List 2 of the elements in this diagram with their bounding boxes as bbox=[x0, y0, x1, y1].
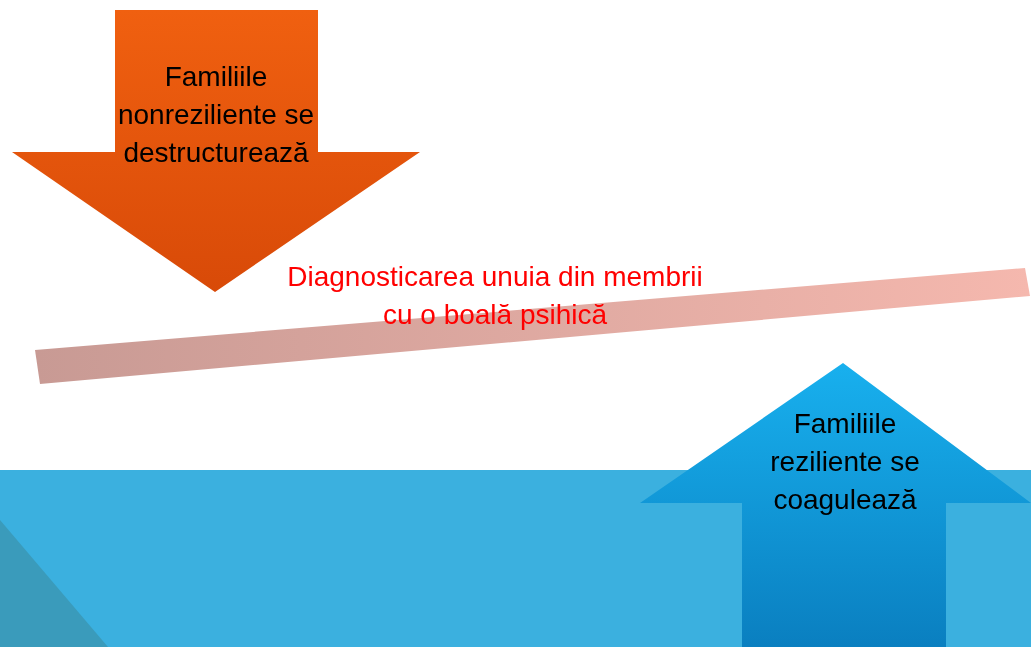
arrow-text: Familiile reziliente se coagulează bbox=[769, 407, 921, 517]
arrow-text: Familiile nonreziliente se destructurează bbox=[116, 60, 316, 170]
